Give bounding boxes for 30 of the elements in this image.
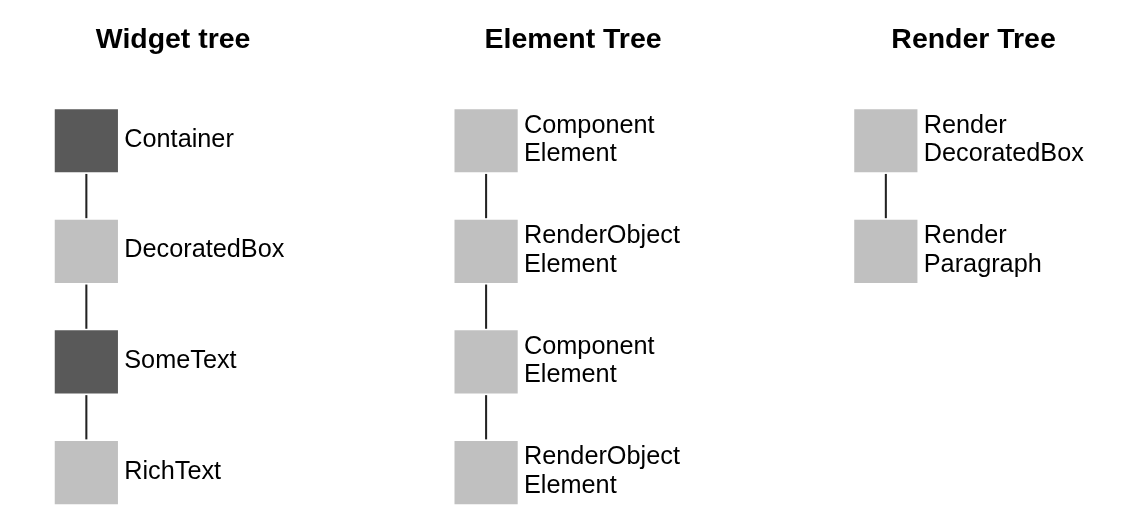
node-label: Render Paragraph [923, 220, 1042, 277]
node-box [854, 219, 918, 283]
node-label: SomeText [124, 344, 237, 373]
node-box [54, 330, 118, 394]
label: Element Tree [484, 22, 662, 55]
node-label: Container [124, 123, 234, 152]
connector [85, 173, 88, 219]
node-label: RenderObject Element [524, 441, 680, 498]
node-box [854, 109, 918, 173]
connector [884, 173, 887, 219]
connector [485, 173, 488, 219]
node-box [54, 109, 118, 173]
connector [85, 395, 88, 440]
connector [485, 395, 488, 440]
node-box [454, 440, 518, 505]
connector [85, 284, 88, 329]
node-label: Render DecoratedBox [923, 109, 1084, 166]
node-box [454, 219, 518, 283]
label: Render Tree [891, 22, 1056, 55]
node-label: Component Element [524, 109, 655, 166]
label: Widget tree [95, 22, 251, 55]
node-box [454, 109, 518, 173]
connector [485, 284, 488, 329]
node-box [54, 219, 118, 283]
node-label: Component Element [524, 330, 655, 388]
node-box [454, 330, 518, 394]
node-label: RenderObject Element [524, 220, 680, 277]
node-label: RichText [124, 455, 222, 484]
node-label: DecoratedBox [124, 234, 285, 263]
node-box [54, 440, 118, 505]
